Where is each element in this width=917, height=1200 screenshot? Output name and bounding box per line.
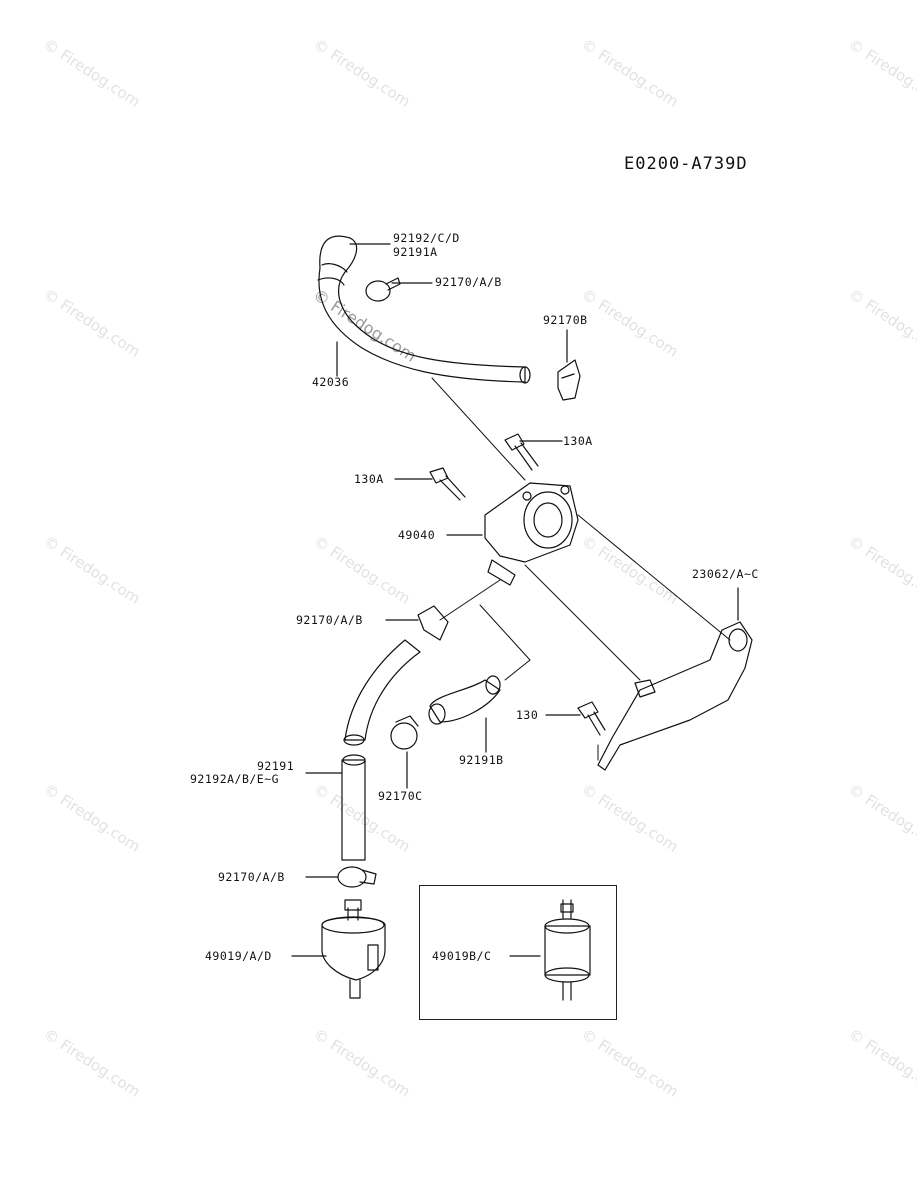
label-92170-lower[interactable]: 92170/A/B — [218, 870, 285, 884]
hose-end — [485, 675, 501, 695]
clamp-detail — [561, 373, 575, 379]
label-49019[interactable]: 49019/A/D — [205, 949, 272, 963]
fuel-pump-cover — [533, 502, 563, 538]
label-49040[interactable]: 49040 — [398, 528, 436, 542]
bolt-130 — [577, 701, 599, 719]
clamp-lower — [337, 866, 367, 888]
diagram-code: E0200-A739D — [624, 154, 748, 174]
assembly-line — [431, 377, 526, 481]
label-42036[interactable]: 42036 — [312, 375, 350, 389]
clamp-mid — [417, 605, 449, 641]
pump-screw — [560, 485, 570, 495]
clamp-tab — [385, 277, 401, 291]
inset-box — [419, 885, 617, 1020]
assembly-line — [479, 604, 531, 681]
clamp-tab — [359, 869, 377, 885]
label-92170-top[interactable]: 92170/A/B — [435, 275, 502, 289]
fuel-pump-diaphragm — [523, 491, 573, 549]
pump-screw — [522, 491, 532, 501]
hose-end — [519, 366, 531, 384]
assembly-line — [439, 579, 501, 621]
inset-filter-bottom — [544, 967, 590, 983]
bracket-tab — [634, 679, 656, 698]
assembly-line — [524, 564, 641, 681]
filter-top — [321, 916, 385, 934]
bracket-hole — [728, 628, 748, 652]
filter-inlet-cap — [344, 899, 362, 911]
bolt-130a-right — [504, 433, 525, 451]
fuel-pump-body — [484, 482, 579, 563]
clamp-right — [557, 359, 581, 401]
filter-body — [321, 916, 386, 981]
label-130[interactable]: 130 — [516, 708, 539, 722]
bracket-23062 — [597, 621, 753, 771]
hose-band — [317, 277, 345, 286]
hose-end — [428, 703, 446, 725]
label-130a-left[interactable]: 130A — [354, 472, 384, 486]
filter-label — [367, 944, 379, 971]
inset-filter-cap — [560, 903, 574, 913]
hose-band — [321, 263, 348, 273]
hose-42036 — [318, 235, 526, 383]
label-92192[interactable]: 92192/C/D — [393, 231, 460, 245]
hose-92191b — [429, 679, 501, 723]
pump-outlet — [487, 559, 516, 586]
inset-filter-top — [544, 918, 590, 934]
bolt-shank — [514, 442, 539, 471]
hose-end — [343, 734, 365, 746]
label-92170c[interactable]: 92170C — [378, 789, 423, 803]
clamp-top — [365, 280, 391, 302]
assembly-line — [577, 514, 731, 641]
label-130a-right[interactable]: 130A — [563, 434, 593, 448]
hose-lower-straight — [341, 759, 366, 861]
bolt-shank — [587, 711, 606, 736]
hose-end — [342, 754, 366, 766]
inset-filter-inlet — [562, 899, 572, 919]
hose-lower-bend — [344, 639, 421, 741]
label-92170-mid[interactable]: 92170/A/B — [296, 613, 363, 627]
clamp-tab — [395, 715, 419, 727]
label-92191a[interactable]: 92191A — [393, 245, 438, 259]
filter-outlet — [349, 979, 361, 999]
label-92170b[interactable]: 92170B — [543, 313, 588, 327]
inset-filter-body — [544, 925, 591, 976]
label-92192abeg[interactable]: 92192A/B/E~G — [190, 772, 280, 786]
clamp-92170c — [390, 722, 418, 750]
label-92191b[interactable]: 92191B — [459, 753, 504, 767]
bolt-130a-left — [429, 467, 449, 484]
bolt-shank — [439, 475, 466, 501]
label-92191[interactable]: 92191 — [257, 759, 295, 773]
label-49019bc[interactable]: 49019B/C — [432, 949, 492, 963]
inset-filter-outlet — [562, 981, 572, 1001]
label-23062[interactable]: 23062/A~C — [692, 567, 759, 581]
